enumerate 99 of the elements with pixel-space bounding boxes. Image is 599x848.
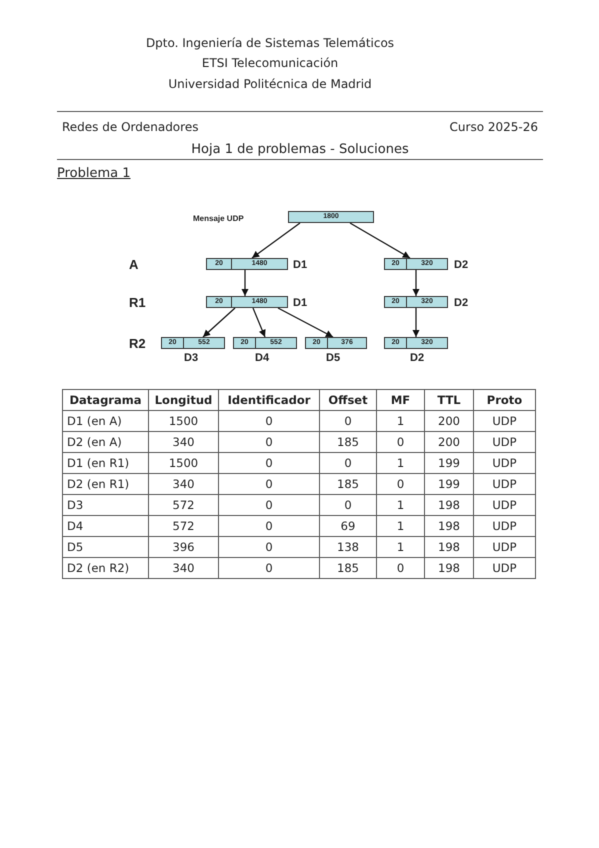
table-cell: 0 — [218, 494, 320, 516]
table-cell: D5 — [62, 536, 148, 558]
table-cell: 0 — [376, 432, 424, 452]
datagram-label: D1 — [293, 259, 308, 271]
table-cell: UDP — [474, 558, 536, 578]
table-cell: D1 (en R1) — [62, 452, 148, 474]
table-cell: 572 — [148, 516, 218, 536]
table-cell: D2 (en R2) — [62, 558, 148, 578]
datagram-label: D1 — [293, 297, 308, 309]
column-header: Identificador — [218, 390, 320, 410]
table-cell: 0 — [376, 474, 424, 494]
table-cell: 0 — [320, 494, 376, 516]
table-cell: UDP — [474, 494, 536, 516]
department-name: Dpto. Ingeniería de Sistemas Telemáticos — [146, 36, 394, 50]
table-cell: 198 — [424, 516, 474, 536]
course-year: Curso 2025-26 — [450, 120, 538, 134]
table-cell: D2 (en A) — [62, 432, 148, 452]
table-cell: 1 — [376, 494, 424, 516]
table-cell: UDP — [474, 410, 536, 432]
course-name: Redes de Ordenadores — [62, 120, 198, 134]
table-cell: 0 — [376, 558, 424, 578]
datagram-label: D2 — [454, 297, 468, 309]
table-cell: D4 — [62, 516, 148, 536]
column-header: MF — [376, 390, 424, 410]
table-cell: D3 — [62, 494, 148, 516]
table-cell: 1500 — [148, 452, 218, 474]
column-header: TTL — [424, 390, 474, 410]
table-cell: 198 — [424, 558, 474, 578]
datagram-bar — [206, 258, 288, 270]
row-label: R1 — [129, 296, 146, 310]
arrow — [252, 222, 300, 258]
datagram-bar — [384, 296, 448, 308]
table-cell: 0 — [218, 452, 320, 474]
datagram-label: D2 — [454, 259, 468, 271]
datagram-label: D5 — [326, 352, 340, 364]
table-cell: 1 — [376, 516, 424, 536]
column-header: Proto — [474, 390, 536, 410]
row-label: R2 — [129, 337, 146, 351]
datagram-bar — [161, 337, 225, 349]
table-cell: 0 — [218, 432, 320, 452]
column-header: Offset — [320, 390, 376, 410]
table-cell: 0 — [320, 410, 376, 432]
table-cell: UDP — [474, 536, 536, 558]
table-cell: 185 — [320, 432, 376, 452]
datagram-label: D4 — [255, 352, 270, 364]
arrow — [412, 308, 420, 337]
arrow — [252, 308, 266, 338]
table-cell: 185 — [320, 558, 376, 578]
datagram-bar — [384, 258, 448, 270]
university-name: Universidad Politécnica de Madrid — [168, 77, 372, 91]
arrow — [278, 307, 334, 338]
datagram-bar — [233, 337, 297, 349]
table-cell: 185 — [320, 474, 376, 494]
table-cell: UDP — [474, 516, 536, 536]
table-cell: 198 — [424, 494, 474, 516]
datagram-bar — [384, 337, 448, 349]
table-cell: UDP — [474, 452, 536, 474]
table-cell: 138 — [320, 536, 376, 558]
datagram-label: D2 — [410, 352, 424, 364]
table-cell: 340 — [148, 558, 218, 578]
table-cell: 200 — [424, 410, 474, 432]
datagram-label: D3 — [184, 352, 198, 364]
arrow — [412, 270, 420, 296]
table-cell: 198 — [424, 536, 474, 558]
table-cell: D2 (en R1) — [62, 474, 148, 494]
school-name: ETSI Telecomunicación — [202, 56, 338, 70]
sheet-title: Hoja 1 de problemas - Soluciones — [191, 143, 409, 157]
column-header: Longitud — [148, 390, 218, 410]
table-cell: 0 — [218, 474, 320, 494]
column-header: Datagrama — [62, 390, 148, 410]
table-cell: 1 — [376, 410, 424, 432]
table-cell: 572 — [148, 494, 218, 516]
table-cell: 0 — [320, 452, 376, 474]
arrow — [350, 222, 410, 259]
table-cell: 199 — [424, 452, 474, 474]
table-cell: 0 — [218, 516, 320, 536]
table-cell: 0 — [218, 410, 320, 432]
datagram-bar — [206, 296, 288, 308]
arrow — [241, 270, 249, 296]
table-cell: UDP — [474, 432, 536, 452]
table-cell: 340 — [148, 432, 218, 452]
problem-heading: Problema 1 — [57, 167, 131, 181]
table-cell: 0 — [218, 558, 320, 578]
table-cell: 340 — [148, 474, 218, 494]
table-cell: 1500 — [148, 410, 218, 432]
table-cell: 1 — [376, 536, 424, 558]
datagram-bar — [305, 337, 367, 349]
table-cell: 200 — [424, 432, 474, 452]
table-cell: UDP — [474, 474, 536, 494]
table-cell: 396 — [148, 536, 218, 558]
message-label: Mensaje UDP — [193, 213, 244, 225]
table-cell: D1 (en A) — [62, 410, 148, 432]
arrow — [202, 308, 236, 338]
row-label: A — [129, 258, 138, 272]
table-cell: 0 — [218, 536, 320, 558]
table-cell: 69 — [320, 516, 376, 536]
table-cell: 1 — [376, 452, 424, 474]
table-cell: 199 — [424, 474, 474, 494]
datagram-bar — [288, 211, 374, 223]
